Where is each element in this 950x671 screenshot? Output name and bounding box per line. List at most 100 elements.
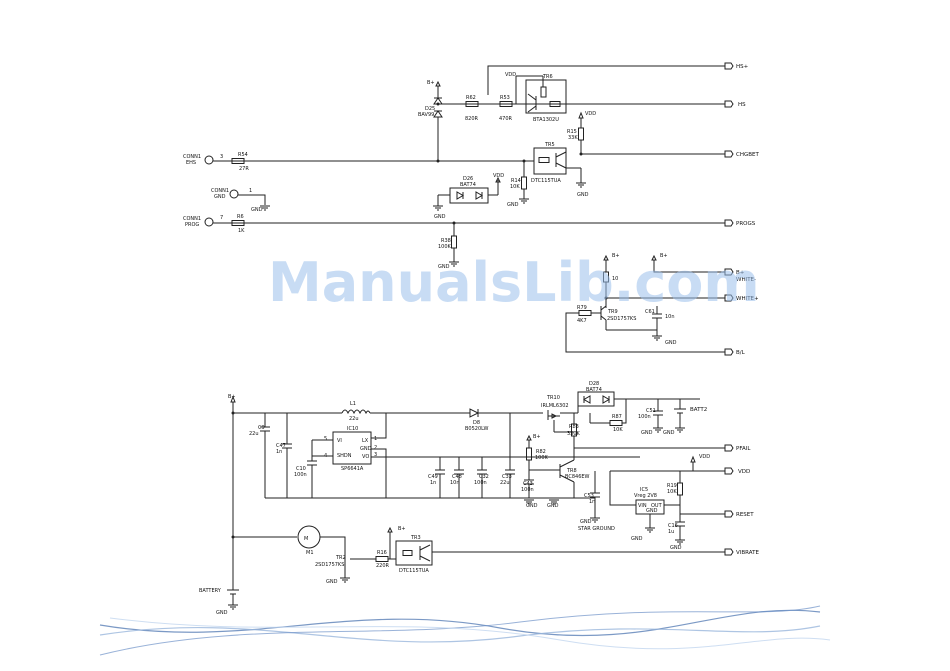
net-label-white-minus: WHITE- xyxy=(736,277,756,283)
ground-symbol xyxy=(340,577,350,583)
tr3-e xyxy=(419,555,431,562)
tr8-c xyxy=(559,459,575,468)
l1-value: 22u xyxy=(349,416,359,422)
tr6-bias-resistor xyxy=(540,86,547,98)
tr10-arrow xyxy=(551,413,558,419)
c51-value: 100n xyxy=(638,414,651,420)
c61-label: C61 xyxy=(645,309,655,315)
net-flag-pfail xyxy=(724,444,734,452)
junction xyxy=(436,102,440,106)
star-ground-label: STAR GROUND xyxy=(578,526,615,532)
r6-label: R6 xyxy=(237,214,244,220)
c10-label: C10 xyxy=(296,466,306,472)
net-label-hs: HS xyxy=(738,102,746,108)
r54-value: 27R xyxy=(239,166,249,172)
tr8-part: BC846EW xyxy=(565,474,590,480)
net-label-bplus-white: B+ xyxy=(736,270,745,276)
tr3-part: DTC115TUA xyxy=(399,568,429,574)
net-label-vdd: VDD xyxy=(738,469,750,475)
l1-label: L1 xyxy=(350,401,356,407)
resistor-r16 xyxy=(375,556,389,562)
battery-gnd-label: GND xyxy=(216,610,228,616)
r82-value: 100K xyxy=(535,455,549,461)
r82-supply: B+ xyxy=(533,434,541,440)
tr2-label: TR2 xyxy=(335,555,346,561)
ic10-pin-num-1: 1 xyxy=(374,436,377,442)
d26-label: D26 xyxy=(463,176,473,182)
tr5-part: DTC115TUA xyxy=(531,178,561,184)
tr6-vdd-label: VDD xyxy=(505,72,516,78)
conn1-prog: PROG xyxy=(185,222,199,228)
d26-part: BAT74 xyxy=(460,182,476,188)
r19-label: R19 xyxy=(667,483,677,489)
conn1-gnd: GND xyxy=(214,194,226,200)
pin-1: 1 xyxy=(249,188,252,194)
c33-label: C33 xyxy=(502,474,512,480)
connector-prog-pin xyxy=(204,217,214,227)
net-label-reset: RESET xyxy=(736,512,754,518)
resistor-r54 xyxy=(231,158,245,164)
bl-res-label: 10 xyxy=(612,276,618,282)
tr6-collector xyxy=(527,93,537,101)
supply-arrow xyxy=(526,434,532,441)
wire-hs-plus xyxy=(487,65,725,95)
r14-gnd-label: GND xyxy=(507,202,519,208)
diode-d28-b xyxy=(602,395,610,404)
wire-motor-tr2 xyxy=(320,536,346,552)
c47-value: 1n xyxy=(276,449,282,455)
conn1-label-2: CONN1 xyxy=(211,188,229,194)
tr5-c xyxy=(555,151,567,158)
r79-value: 4K7 xyxy=(577,318,587,324)
tr5-base-resistor xyxy=(538,157,550,163)
conn1-label: CONN1 xyxy=(183,154,201,160)
battery-label: BATTERY xyxy=(199,588,222,594)
ground-symbol xyxy=(228,604,238,610)
ic10-pin-shdn: SHDN xyxy=(337,453,352,459)
c53-value: 1n xyxy=(589,499,595,505)
conn-gnd-label: GND xyxy=(251,207,263,213)
c33-value: 22u xyxy=(500,480,510,486)
tr5-gnd-label: GND xyxy=(577,192,589,198)
c16-value: 1u xyxy=(668,529,674,535)
tr5-e xyxy=(555,162,567,169)
tr3-label: TR3 xyxy=(410,535,421,541)
net-label-bl: B/L xyxy=(736,350,746,356)
ic10-pin-lx: LX xyxy=(362,438,369,444)
r19-value: 10K xyxy=(667,489,677,495)
bl-bplus-2: B+ xyxy=(660,253,668,259)
ic10-pin-vo: VO xyxy=(362,454,369,460)
r87-label: R87 xyxy=(612,414,622,420)
junction xyxy=(231,411,235,415)
resistor-r14 xyxy=(521,176,527,190)
wire-conn-gnd xyxy=(238,194,266,205)
wire-bl-loop xyxy=(565,312,725,353)
wire-white-minus xyxy=(653,260,725,273)
d28-part: BAT74 xyxy=(586,387,602,393)
r15-value: 33K xyxy=(568,135,578,141)
c49-label: C49 xyxy=(428,474,438,480)
ic10-body xyxy=(332,431,372,465)
net-label-hs-plus: HS+ xyxy=(736,64,749,70)
net-flag-charge xyxy=(724,150,734,158)
c16-label: C16 xyxy=(668,523,678,529)
tr8-e xyxy=(559,474,575,483)
tr3-c xyxy=(419,544,431,551)
net-flag-bl xyxy=(724,348,734,356)
resistor-r82 xyxy=(526,447,532,461)
tr6-emitter xyxy=(527,105,537,113)
decorative-waves xyxy=(99,605,831,656)
r15-label: R15 xyxy=(567,129,577,135)
net-label-charge: CHGBET xyxy=(736,152,759,158)
c43-label: C43 xyxy=(523,481,533,487)
battery-main xyxy=(227,589,239,595)
net-label-progs: PROGS xyxy=(736,221,756,227)
tr3-base-resistor xyxy=(402,550,413,556)
c47-label: C47 xyxy=(276,443,286,449)
r6-value: 1K xyxy=(238,228,245,234)
r62-value: 820R xyxy=(465,116,479,122)
r53-value: 470R xyxy=(499,116,513,122)
wire-ic10-lx xyxy=(370,412,387,439)
ground-symbol xyxy=(260,205,270,211)
pin-7: 7 xyxy=(220,215,223,221)
inductor-l1 xyxy=(341,409,371,415)
